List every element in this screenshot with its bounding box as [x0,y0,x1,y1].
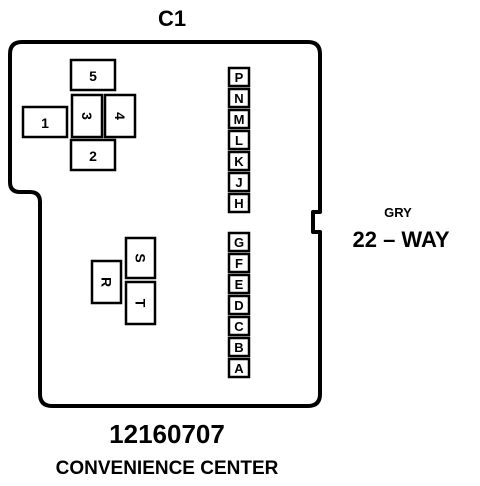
svg-text:A: A [234,361,244,376]
connector-color: GRY [384,205,412,220]
svg-text:S: S [133,253,149,262]
svg-text:3: 3 [79,112,95,120]
connector-way-count: 22 – WAY [352,227,449,252]
part-number: 12160707 [109,419,225,449]
pin-B: B [227,336,251,358]
svg-text:E: E [235,277,244,292]
svg-text:1: 1 [41,115,49,131]
relay-block-2: S R T [90,236,157,326]
svg-text:M: M [234,112,245,127]
connector-body-outline [8,40,322,408]
pin-J: J [227,171,251,193]
cavity-3: 3 [70,93,104,139]
connector-label: C1 [158,6,186,31]
svg-text:D: D [234,298,243,313]
pin-column-bottom: G F E D C B A [227,231,251,379]
svg-text:J: J [235,175,242,190]
relay-block-1: 5 1 3 4 2 [21,58,137,172]
svg-text:L: L [235,133,243,148]
cavity-1: 1 [21,105,69,139]
svg-text:2: 2 [89,148,97,164]
pin-K: K [227,150,251,172]
pin-L: L [227,129,251,151]
pin-H: H [227,192,251,214]
pin-F: F [227,252,251,274]
svg-text:H: H [234,196,243,211]
pin-E: E [227,273,251,295]
svg-text:5: 5 [89,68,97,84]
svg-text:F: F [235,256,243,271]
svg-text:B: B [234,340,243,355]
pin-column-top: P N M L K J H [227,66,251,214]
svg-text:P: P [235,70,244,85]
pin-N: N [227,87,251,109]
cavity-2: 2 [69,138,117,172]
cavity-5: 5 [69,58,117,92]
pin-M: M [227,108,251,130]
pin-D: D [227,294,251,316]
cavity-4: 4 [103,93,137,139]
pin-P: P [227,66,251,88]
pin-C: C [227,315,251,337]
svg-text:K: K [234,154,244,169]
svg-text:T: T [133,299,149,308]
svg-text:C: C [234,319,244,334]
svg-text:G: G [234,235,244,250]
location-label: CONVENIENCE CENTER [56,458,279,479]
pin-A: A [227,357,251,379]
svg-text:N: N [234,91,243,106]
svg-text:4: 4 [112,112,128,120]
pin-G: G [227,231,251,253]
cavity-R: R [90,259,123,305]
svg-text:R: R [99,277,115,287]
cavity-S: S [124,236,157,280]
cavity-T: T [124,280,157,326]
